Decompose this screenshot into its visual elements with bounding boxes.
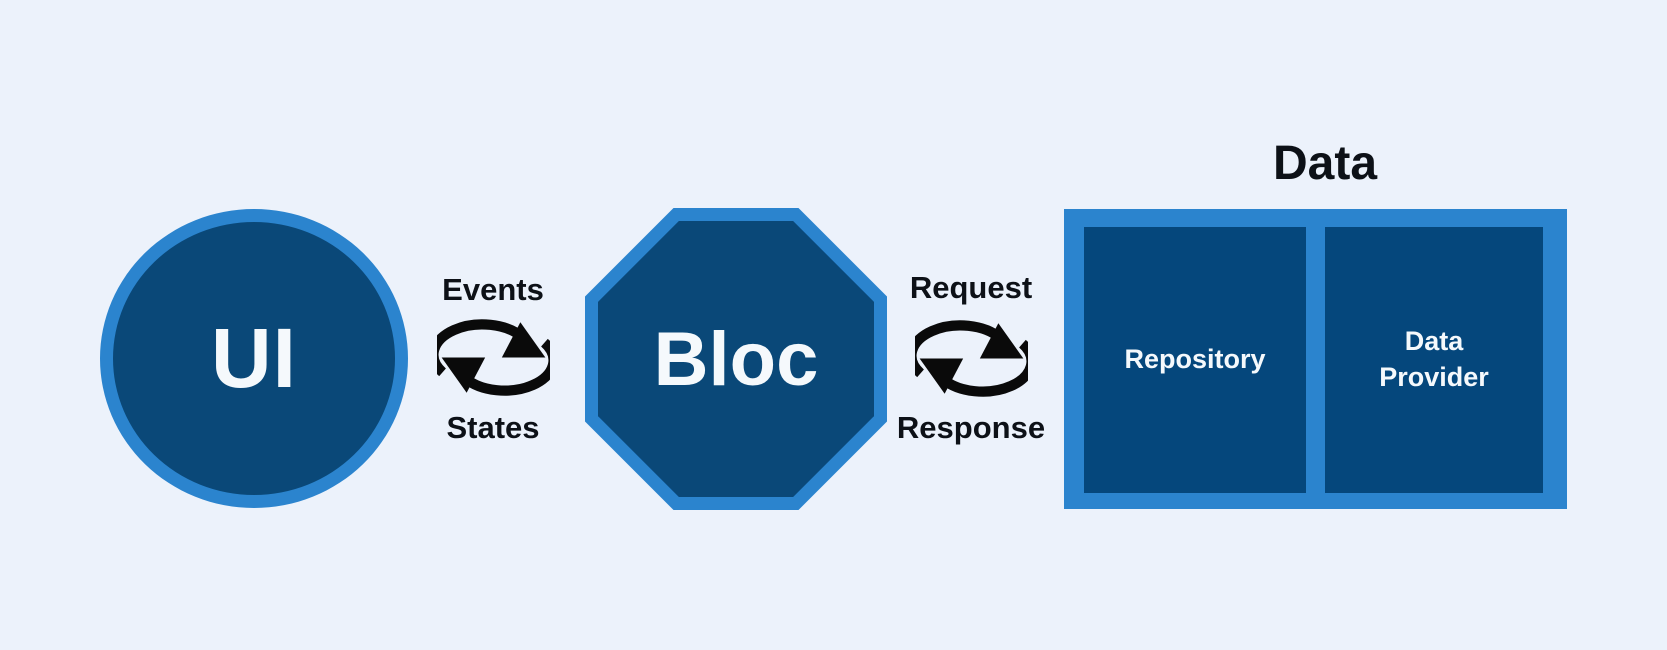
bloc-node: Bloc	[585, 208, 887, 510]
data-provider-label: Data Provider	[1379, 326, 1489, 392]
events-label: Events	[442, 272, 544, 307]
repository-box: Repository	[1084, 227, 1306, 493]
request-label: Request	[909, 270, 1033, 305]
ui-node: UI	[100, 209, 408, 508]
repository-label: Repository	[1124, 344, 1266, 375]
states-label: States	[446, 410, 540, 445]
bloc-node-label: Bloc	[653, 316, 819, 402]
response-label: Response	[896, 410, 1046, 445]
request-response-cycle-icon	[915, 320, 1028, 397]
data-layer-title: Data	[1272, 137, 1378, 190]
bloc-node-inner: Bloc	[598, 221, 874, 497]
data-layer-container: Repository Data Provider	[1064, 209, 1567, 509]
ui-node-label: UI	[211, 311, 297, 405]
events-states-cycle-icon	[437, 319, 550, 396]
data-provider-box: Data Provider	[1325, 227, 1543, 493]
